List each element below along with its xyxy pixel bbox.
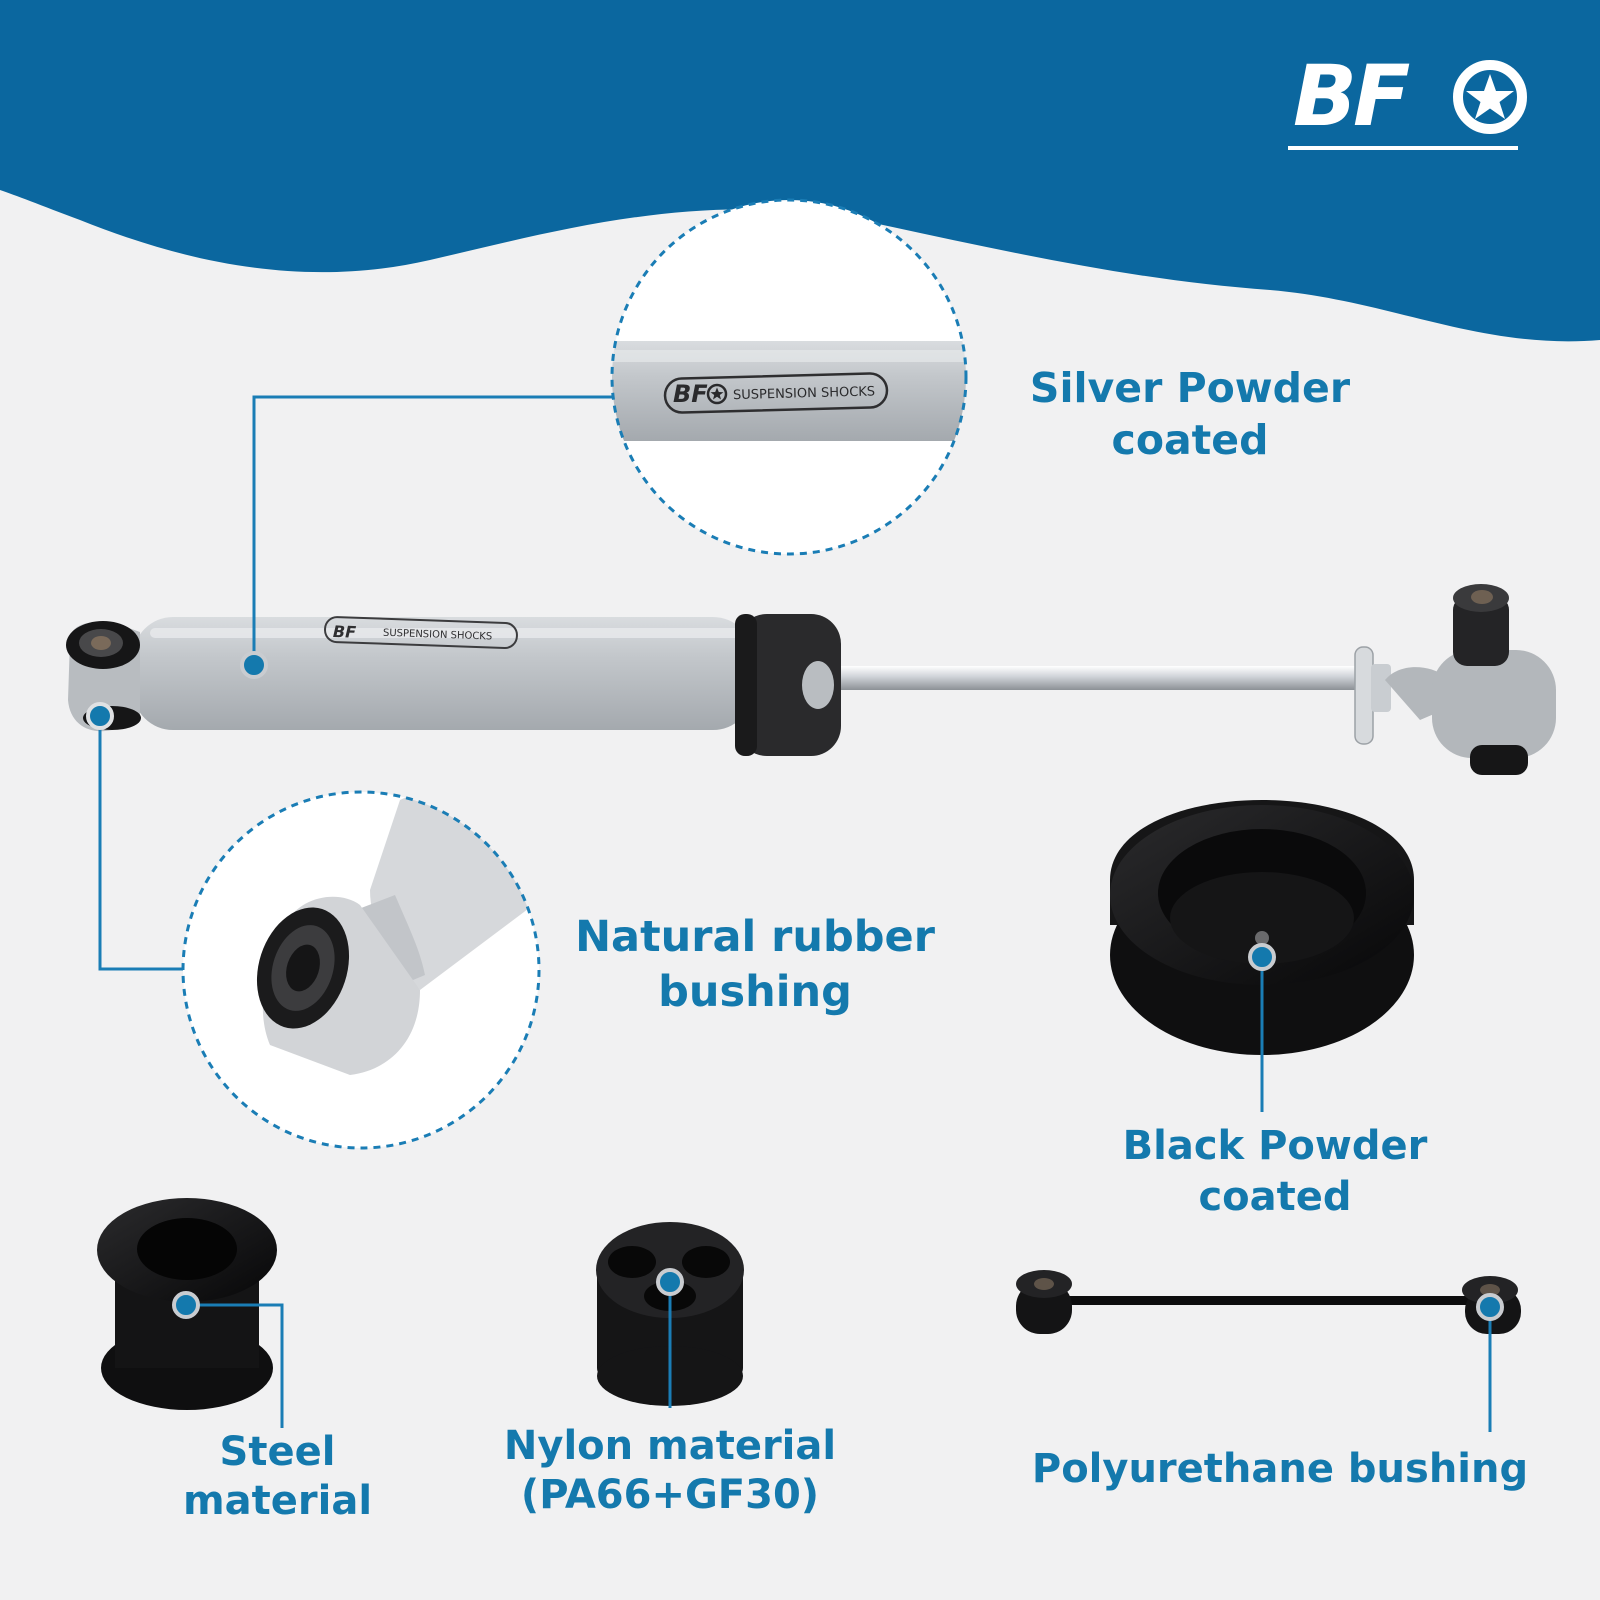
marker-dots (86, 651, 1504, 1321)
brand-logo-text: BF (1293, 47, 1410, 145)
steel-spacer-part (97, 1198, 277, 1410)
brand-logo-underline (1288, 146, 1518, 150)
piston-rod (790, 666, 1390, 690)
rubber-detail-zoom (181, 790, 541, 1150)
label-steel-line2: material (182, 1477, 373, 1524)
label-black-powder-coated: Black Powder coated (1090, 1121, 1460, 1223)
star-logo-icon-star (710, 387, 724, 400)
nylon-spacer-pocket-right (682, 1246, 730, 1278)
marker-dot-icon (240, 651, 268, 679)
dust-cap-rim (735, 614, 757, 756)
left-bushing-hole (91, 636, 111, 650)
label-natural-rubber-bushing: Natural rubber bushing (560, 910, 950, 1020)
right-eye-mount (1354, 584, 1556, 775)
shock-absorber: SUSPENSION SHOCKS BF (66, 584, 1556, 775)
star-logo-icon (1453, 60, 1527, 134)
lock-nut (1371, 664, 1391, 712)
label-nylon-line2: (PA66+GF30) (520, 1471, 820, 1518)
leader-line-rubber (98, 716, 183, 971)
leader-line-steel (186, 1303, 284, 1428)
sway-link-right-hole (1480, 1284, 1500, 1296)
marker-dot-icon (86, 702, 114, 730)
leader-line-silver (252, 395, 612, 665)
black-cup-center-hole (1255, 931, 1269, 945)
silver-zoom-badge-logo: BF (673, 380, 708, 408)
marker-dot-icon (172, 1291, 200, 1319)
marker-dot-icon (656, 1268, 684, 1296)
right-bushing-lower (1470, 745, 1528, 775)
label-nylon-line1: Nylon material (503, 1423, 837, 1469)
rubber-zoom-border (181, 790, 541, 1150)
nylon-spacer-pocket-left (608, 1246, 656, 1278)
silver-zoom-badge-text: SUSPENSION SHOCKS (733, 384, 875, 403)
dust-cap (737, 614, 841, 756)
black-cup-inner-floor (1170, 872, 1354, 964)
marker-dot-icon (1248, 943, 1276, 971)
label-silver-powder-coated: Silver Powder coated (1010, 362, 1370, 467)
silver-zoom-highlight (612, 350, 966, 362)
body-badge-logo: BF (333, 622, 357, 642)
dust-cap-seal (802, 661, 834, 709)
label-rubber-line2: bushing (658, 967, 852, 1018)
label-polyurethane-bushing: Polyurethane bushing (1000, 1444, 1560, 1495)
leader-lines (98, 395, 1492, 1432)
shock-body (133, 617, 753, 730)
marker-dot-icon (1476, 1293, 1504, 1321)
body-badge-text: SUSPENSION SHOCKS (383, 628, 493, 643)
silver-zoom-badge (663, 372, 889, 414)
label-silver-line1: Silver Powder (1029, 364, 1351, 412)
black-cup-part (1110, 800, 1414, 1055)
label-black-line2: coated (1198, 1174, 1352, 1221)
label-black-line1: Black Powder (1122, 1123, 1428, 1169)
header-wave-banner (0, 0, 1600, 342)
brand-logo: BF (1288, 47, 1533, 158)
right-bushing-upper (1453, 596, 1509, 666)
label-silver-line2: coated (1111, 416, 1269, 465)
silver-zoom-border (610, 198, 968, 556)
label-steel-line1: Steel (219, 1429, 336, 1475)
steel-spacer-hole (137, 1218, 237, 1280)
body-badge-outline (324, 616, 518, 649)
silver-detail-zoom: BF SUSPENSION SHOCKS (610, 198, 968, 556)
rubber-zoom-bushing-hole (286, 944, 320, 992)
label-poly-line1: Polyurethane bushing (1031, 1446, 1529, 1492)
sway-link-bar (1048, 1296, 1488, 1305)
right-bushing-hole (1471, 590, 1493, 604)
body-top-highlight (150, 628, 740, 638)
washer (1354, 646, 1374, 745)
label-steel-material: Steel material (150, 1428, 405, 1526)
right-eye-body (1432, 650, 1556, 758)
body-badge: SUSPENSION SHOCKS BF (324, 616, 518, 649)
sway-link-left-hole (1034, 1278, 1054, 1290)
label-nylon-material: Nylon material (PA66+GF30) (485, 1422, 855, 1520)
star-logo-icon (706, 383, 728, 405)
label-rubber-line1: Natural rubber (575, 912, 935, 962)
